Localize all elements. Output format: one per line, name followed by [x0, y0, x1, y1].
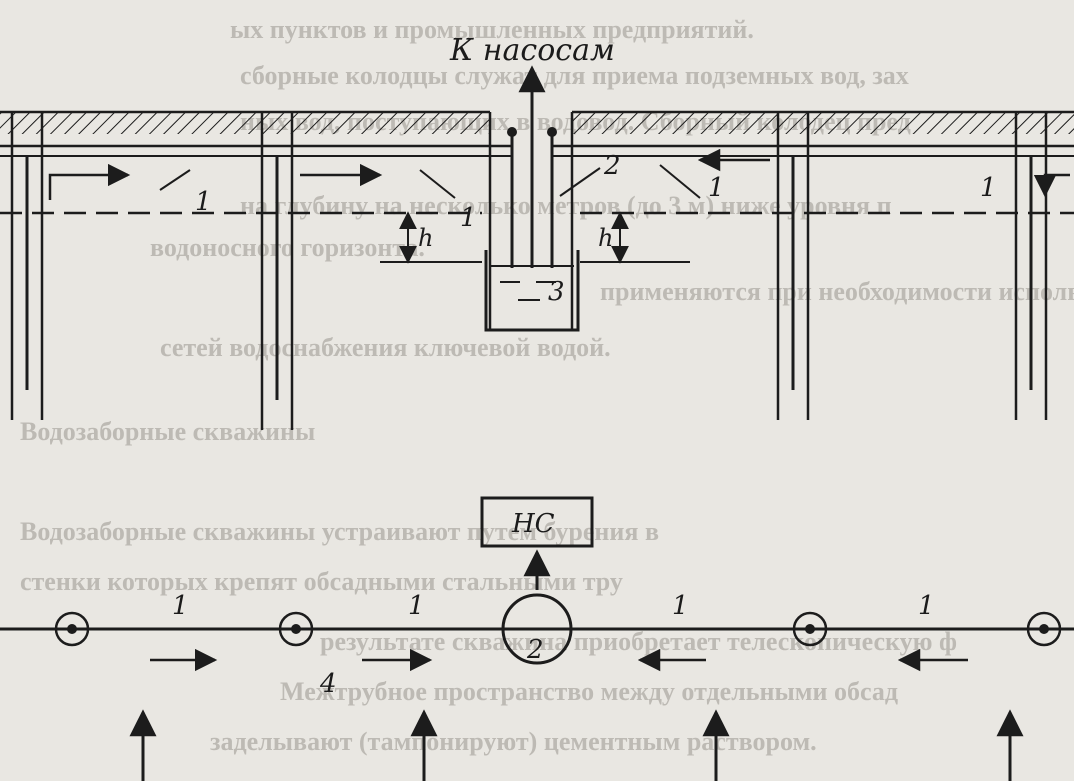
leader-pipe-1b — [659, 164, 701, 199]
bg-heading: Водозаборные скважины — [20, 417, 315, 446]
label-collector-well: 2 — [526, 635, 544, 665]
well-3 — [776, 112, 810, 420]
plan-well-3 — [792, 611, 828, 647]
bg-line-4: на глубину на несколько метров (до 3 м) … — [240, 191, 892, 220]
bg-line-2: сборные колодцы служат для приема подзем… — [240, 61, 909, 90]
plan-label-pipe-2: 1 — [408, 591, 425, 621]
leader-pipe-1 — [419, 169, 456, 199]
collector-well-circle — [501, 593, 573, 665]
plan-well-1 — [54, 611, 90, 647]
label-pump-pipe: 2 — [603, 151, 621, 181]
label-pipe-1c: 1 — [708, 173, 725, 203]
leader-pipe-left — [159, 169, 191, 191]
bg-line-9: стенки которых крепят обсадными стальным… — [20, 567, 623, 596]
bg-line-5: водоносного горизонта. — [150, 233, 425, 262]
label-pipe-1b: 1 — [460, 203, 477, 233]
plan-well-4 — [1026, 611, 1062, 647]
pump-station-box — [480, 496, 594, 548]
depth-label-left: h — [418, 224, 433, 252]
plan-label-line: 4 — [319, 669, 337, 699]
top-label: К насосам — [449, 33, 615, 68]
plan-well-2 — [278, 611, 314, 647]
label-tank: 3 — [548, 277, 565, 307]
plan-view: НС 2 1 1 1 1 4 — [0, 496, 1074, 781]
plan-label-pipe-1: 1 — [172, 591, 189, 621]
flow-arrow-1 — [48, 163, 131, 200]
section-view: h h — [0, 33, 1074, 430]
well-2 — [260, 112, 294, 430]
well-4 — [1014, 112, 1048, 420]
bg-line-1: ых пунктов и промышленных предприятий. — [230, 15, 754, 44]
bg-line-10: результате скважина приобретает телескоп… — [320, 627, 957, 656]
label-pipe-1d: 1 — [980, 173, 997, 203]
label-pipe-1a: 1 — [195, 187, 212, 217]
ground-hatch-left — [0, 112, 490, 134]
plan-label-pipe-4: 1 — [918, 591, 935, 621]
collector-tank — [484, 250, 580, 332]
depth-label-right: h — [598, 224, 613, 252]
flow-arrow-4 — [1033, 173, 1070, 198]
leader-pump-pipe — [559, 167, 601, 197]
bg-line-7: сетей водоснабжения ключевой водой. — [160, 333, 611, 362]
well-1 — [10, 112, 44, 420]
bg-line-8: Водозаборные скважины устраивают путем б… — [20, 517, 659, 546]
plan-label-pipe-3: 1 — [672, 591, 689, 621]
bg-line-11: Межтрубное пространство между отдельными… — [280, 677, 898, 706]
ground-hatch-right — [572, 112, 1074, 134]
bg-line-6: применяются при необходимости исполь — [600, 277, 1074, 306]
pump-station-label: НС — [511, 509, 555, 539]
bg-line-12: заделывают (тампонируют) цементным раств… — [210, 727, 817, 756]
